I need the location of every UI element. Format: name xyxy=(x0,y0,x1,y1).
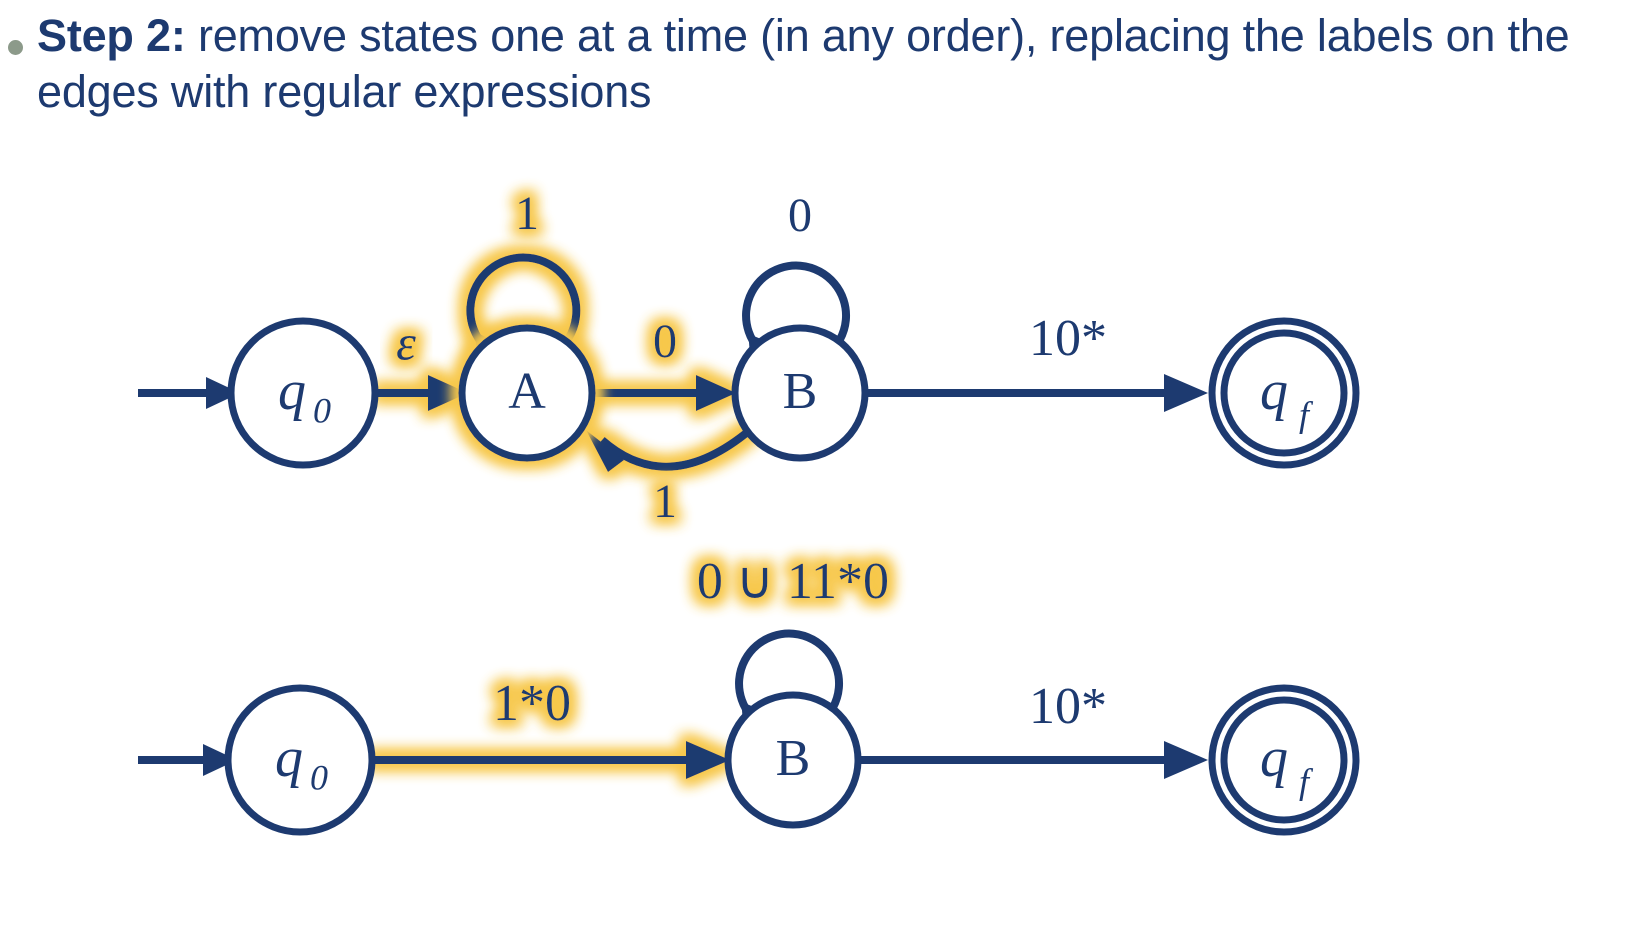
bullet-rest-label: remove states one at a time (in any orde… xyxy=(37,10,1570,117)
bullet-paragraph: Step 2: remove states one at a time (in … xyxy=(0,8,1640,120)
state-B-top[interactable]: B xyxy=(731,324,869,462)
edge-label-A-to-B: 0 xyxy=(653,315,677,368)
state-B-bottom-label: B xyxy=(776,730,811,787)
start-arrow-bottom xyxy=(138,744,237,776)
state-A-top[interactable] xyxy=(458,324,596,462)
state-qf-top-label: q xyxy=(1260,360,1288,422)
state-q0-top-sub: 0 xyxy=(313,390,331,430)
automata-svg: ε 1 0 1 0 10* xyxy=(138,187,1360,836)
state-B-top-label: B xyxy=(783,363,818,420)
edge-label-B-to-A: 1 xyxy=(653,475,677,528)
diagram-gnfa-after: 1*0 0 ∪ 11*0 10* q 0 B q f xyxy=(138,553,1360,836)
edge-q0-to-B-bottom xyxy=(372,741,730,779)
edge-label-loop-B-bottom: 0 ∪ 11*0 xyxy=(697,553,889,610)
state-A-top-label: A xyxy=(508,363,546,420)
edge-label-q0-to-B-bottom: 1*0 xyxy=(493,675,571,732)
automata-diagrams: ε 1 0 1 0 10* xyxy=(0,168,1646,932)
edge-label-loop-B-top: 0 xyxy=(788,189,812,242)
edge-label-B-to-qf-top: 10* xyxy=(1029,310,1107,367)
edge-label-B-to-qf-bottom: 10* xyxy=(1029,678,1107,735)
diagram-gnfa-before: ε 1 0 1 0 10* xyxy=(138,187,1360,528)
bullet-lead-label: Step 2: xyxy=(37,10,186,61)
state-qf-bottom[interactable]: q f xyxy=(1208,684,1360,836)
state-qf-top[interactable]: q f xyxy=(1208,317,1360,469)
edge-B-to-qf-top xyxy=(864,374,1208,412)
state-q0-bottom-label: q xyxy=(275,727,303,789)
state-q0-bottom[interactable]: q 0 xyxy=(224,684,376,836)
edge-label-epsilon: ε xyxy=(396,314,416,370)
state-q0-top-label: q xyxy=(278,360,306,422)
edge-A-to-B-top xyxy=(592,375,736,411)
start-arrow-top xyxy=(138,377,240,409)
bullet-text: Step 2: remove states one at a time (in … xyxy=(37,8,1597,120)
state-qf-bottom-label: q xyxy=(1260,727,1288,789)
edge-q0-to-A-top xyxy=(378,375,468,411)
state-q0-top[interactable]: q 0 xyxy=(227,317,379,469)
edge-B-to-A-top xyxy=(586,426,753,472)
edge-label-loop-A: 1 xyxy=(515,187,539,240)
bullet-dot-icon xyxy=(8,40,23,55)
state-q0-bottom-sub: 0 xyxy=(310,757,328,797)
edge-B-to-qf-bottom xyxy=(857,741,1208,779)
state-B-bottom[interactable]: B xyxy=(724,691,862,829)
